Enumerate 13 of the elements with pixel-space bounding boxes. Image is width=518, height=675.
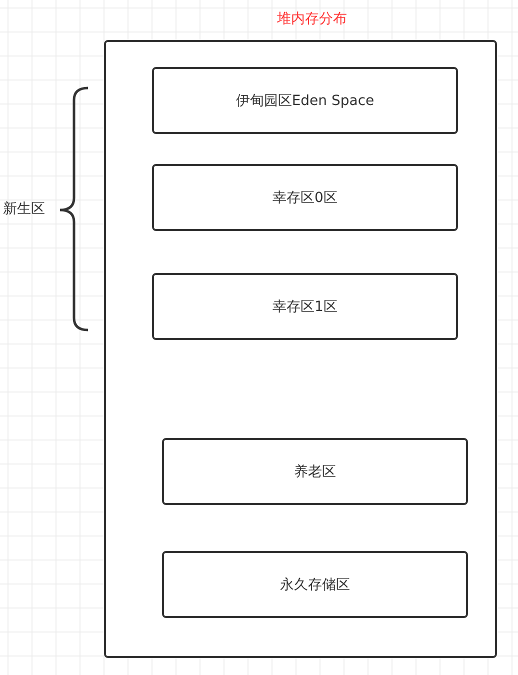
region-box (152, 273, 458, 340)
region-label: 伊甸园区Eden Space (236, 92, 374, 110)
diagram-title: 堆内存分布 (276, 10, 348, 28)
container-box (104, 40, 497, 658)
region-label: 幸存区0区 (272, 188, 338, 206)
group-label: 新生区 (3, 200, 45, 218)
region-label: 永久存储区 (280, 576, 350, 594)
region-label: 养老区 (294, 462, 336, 480)
region-box (162, 438, 468, 505)
region-box (152, 67, 458, 134)
region-box (152, 164, 458, 231)
region-box (162, 551, 468, 618)
region-label: 幸存区1区 (272, 298, 338, 316)
